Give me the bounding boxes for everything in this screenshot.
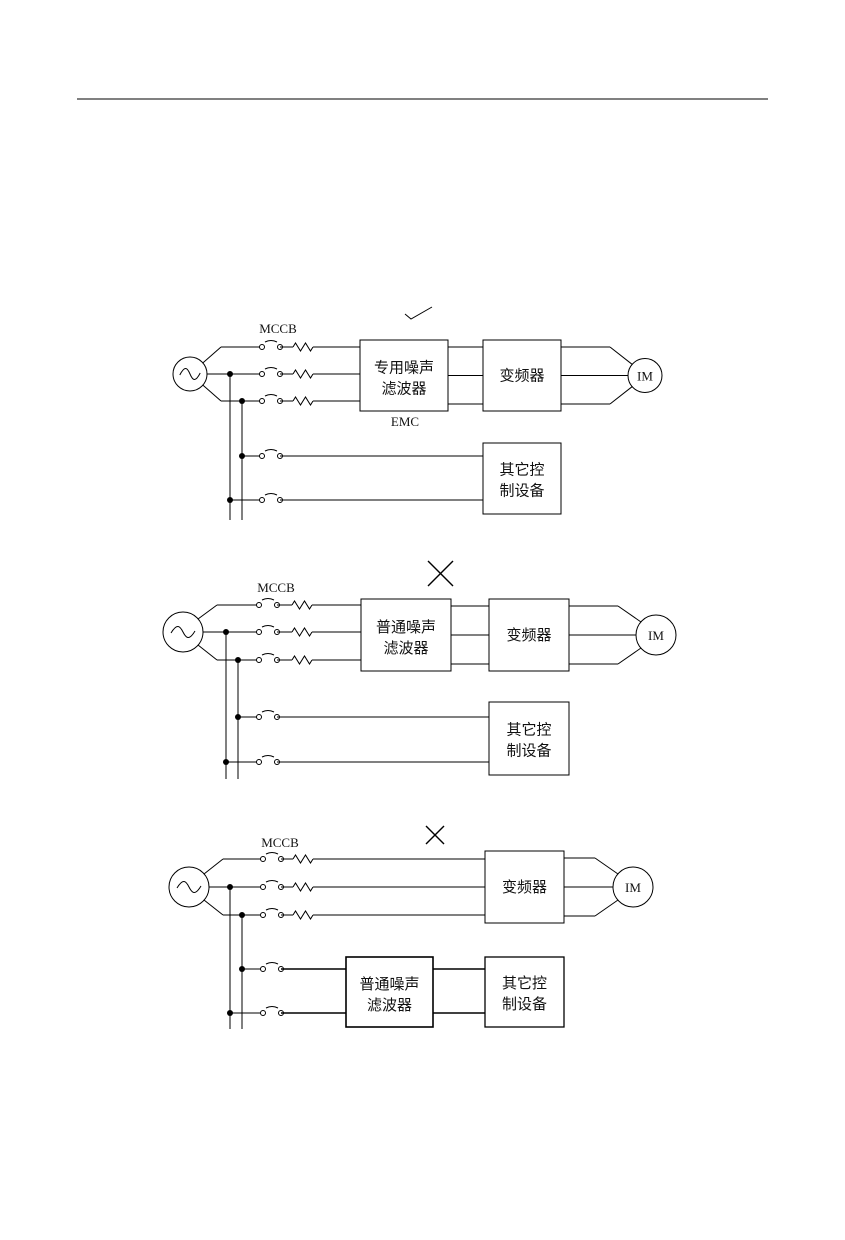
resistor bbox=[292, 342, 314, 352]
emc-label: EMC bbox=[391, 414, 419, 429]
wire bbox=[202, 346, 222, 364]
switch bbox=[260, 908, 284, 918]
junction-dot bbox=[227, 884, 233, 890]
mccb-label: MCCB bbox=[257, 580, 295, 595]
other-equipment-box bbox=[488, 701, 570, 776]
switch bbox=[256, 625, 280, 635]
check-mark-icon bbox=[404, 306, 433, 320]
resistor bbox=[292, 396, 314, 406]
junction-dot bbox=[223, 629, 229, 635]
wire bbox=[203, 899, 224, 916]
resistor bbox=[291, 600, 313, 610]
wire bbox=[594, 857, 619, 875]
resistor bbox=[292, 882, 314, 892]
junction-dot bbox=[227, 371, 233, 377]
wire bbox=[197, 644, 218, 661]
other-equipment-line1: 其它控 bbox=[506, 721, 551, 739]
ac-source-icon bbox=[172, 356, 208, 392]
junction-dot bbox=[239, 912, 245, 918]
resistor bbox=[291, 627, 313, 637]
noise-filter-box bbox=[359, 339, 449, 412]
cross-mark-icon bbox=[425, 825, 445, 845]
junction-dot bbox=[239, 398, 245, 404]
resistor bbox=[292, 910, 314, 920]
inverter-box bbox=[488, 598, 570, 672]
switch bbox=[259, 340, 283, 350]
other-equipment-box bbox=[484, 956, 565, 1028]
resistor bbox=[291, 655, 313, 665]
ac-source-icon bbox=[162, 611, 204, 653]
cross-mark-icon bbox=[427, 560, 454, 587]
mccb-label: MCCB bbox=[261, 835, 299, 850]
motor-icon bbox=[635, 614, 677, 656]
resistor bbox=[292, 369, 314, 379]
inverter-label: 变频器 bbox=[506, 626, 551, 644]
motor-icon bbox=[612, 866, 654, 908]
other-equipment-line1: 其它控 bbox=[502, 974, 547, 992]
motor-icon bbox=[627, 358, 663, 393]
switch bbox=[259, 493, 283, 503]
motor-label: IM bbox=[648, 628, 664, 643]
filter-label-line1: 普通噪声 bbox=[359, 975, 419, 993]
wire bbox=[617, 647, 642, 665]
filter-label-line1: 普通噪声 bbox=[376, 618, 436, 636]
switch bbox=[259, 394, 283, 404]
noise-filter-box bbox=[345, 956, 434, 1028]
ac-source-icon bbox=[168, 866, 210, 908]
noise-filter-box bbox=[360, 598, 452, 672]
filter-label-line2: 滤波器 bbox=[367, 996, 412, 1014]
switch bbox=[256, 755, 280, 765]
other-equipment-line1: 其它控 bbox=[499, 461, 544, 479]
switch bbox=[260, 852, 284, 862]
switch bbox=[260, 880, 284, 890]
switch bbox=[259, 449, 283, 459]
inverter-label: 变频器 bbox=[502, 878, 547, 896]
switch bbox=[259, 367, 283, 377]
other-equipment-line2: 制设备 bbox=[499, 482, 544, 500]
wire bbox=[197, 604, 218, 620]
other-equipment-line2: 制设备 bbox=[506, 742, 551, 760]
filter-label-line2: 滤波器 bbox=[383, 639, 428, 657]
switch bbox=[256, 598, 280, 608]
switch bbox=[260, 1006, 284, 1016]
mccb-label: MCCB bbox=[259, 321, 297, 336]
motor-label: IM bbox=[637, 369, 653, 384]
wire bbox=[609, 346, 633, 365]
inverter-box bbox=[482, 339, 562, 412]
junction-dot bbox=[235, 657, 241, 663]
switch bbox=[256, 653, 280, 663]
switch bbox=[256, 710, 280, 720]
other-equipment-box bbox=[482, 442, 562, 515]
filter-label-line1: 专用噪声 bbox=[374, 359, 434, 377]
wire bbox=[203, 858, 224, 875]
inverter-label: 变频器 bbox=[499, 367, 544, 385]
wire bbox=[594, 899, 619, 917]
wire bbox=[202, 384, 222, 402]
resistor bbox=[292, 854, 314, 864]
wire bbox=[617, 605, 642, 623]
other-equipment-line2: 制设备 bbox=[502, 995, 547, 1013]
switch bbox=[260, 962, 284, 972]
filter-label-line2: 滤波器 bbox=[381, 380, 426, 398]
motor-label: IM bbox=[625, 880, 641, 895]
inverter-box bbox=[484, 850, 565, 924]
wire bbox=[609, 386, 633, 405]
